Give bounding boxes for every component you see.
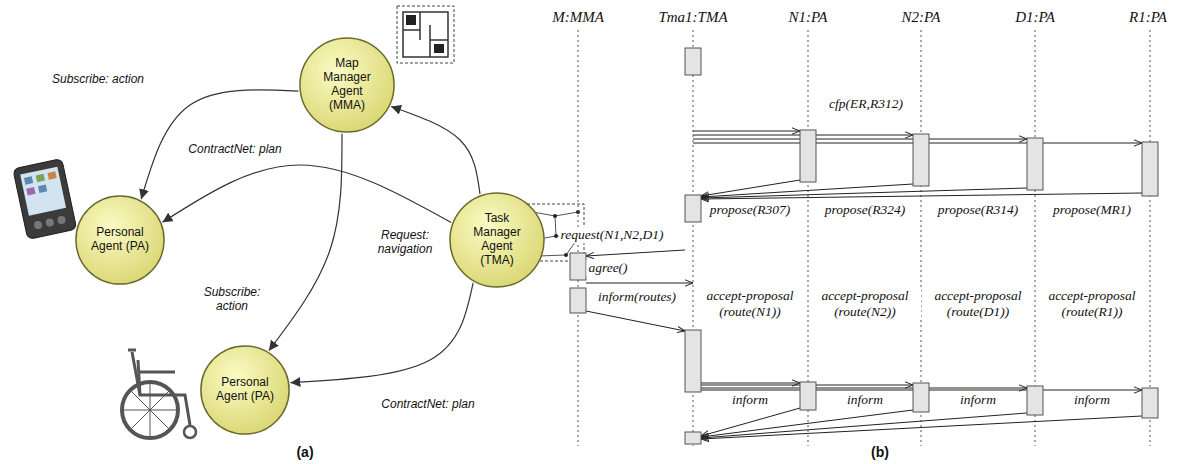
plan-room [406,15,416,25]
lifeline-name: Tma1:TMA [658,9,727,26]
activation-bar [913,383,929,412]
message-label: inform [1072,392,1112,408]
activation-bar [685,330,701,392]
agent-circle: Task Manager Agent (TMA) [449,192,545,288]
message-label: cfp(ER,R312) [827,96,905,112]
activation-bar [570,288,586,313]
panel-letter: (b) [871,444,889,460]
message-label: propose(MR1) [1051,202,1133,218]
lifeline [1035,30,1036,446]
floor-plan-icon [397,6,454,63]
message-label: agree() [586,260,629,276]
agent-circle-shape [450,193,544,287]
message-arrow [693,139,1027,140]
activation-bar [685,432,701,444]
activation-bar [1142,142,1158,196]
edge-label: Subscribe: action [50,73,146,87]
pda-button [57,215,66,224]
activation-bar [1142,388,1158,418]
activation-bar [685,195,701,222]
lifeline-name: M:MMA [552,9,604,26]
activation-bar [685,48,701,75]
lifeline-name: N1:PA [789,9,828,26]
panel-letter: (a) [296,444,313,460]
message-arrow [586,283,693,284]
plan-room [434,44,444,53]
message-link [290,283,473,383]
agent-name: Task Manager Agent (TMA) [466,212,528,267]
activation-bar [800,130,816,182]
pda-icon [24,176,33,185]
pda-button [45,218,54,227]
message-label: inform(routes) [596,289,678,305]
message-arrow [701,413,1027,438]
message-arrow [701,416,1142,439]
wheelchair-wheel [122,382,178,438]
agent-circle: Personal Agent (PA) [200,345,290,435]
agent-name: Personal Agent (PA) [91,226,150,254]
activation-bar [1027,138,1043,190]
message-label: propose(R307) [708,202,793,218]
message-label: inform [958,392,998,408]
pda-screen [20,167,66,216]
edge-label: ContractNet: plan [379,398,476,412]
lifeline [1150,30,1151,446]
message-link [141,90,298,199]
message-link [391,106,480,194]
agent-circle-shape [300,38,394,132]
wheelchair-seat [138,360,175,395]
activation-bar [800,382,816,410]
icon-frame [397,6,454,63]
message-label: inform [845,392,885,408]
message-label: accept-proposal (route(N2)) [809,288,921,319]
pda-button [33,220,42,229]
message-label: propose(R324) [823,202,908,218]
message-label: accept-proposal (route(R1)) [1036,288,1148,319]
message-link [162,165,451,223]
pda-icon [38,184,47,193]
agent-circle: Personal Agent (PA) [75,195,165,285]
activation-bar [1027,386,1043,415]
message-arrow [701,383,800,384]
message-arrow [701,410,913,437]
agent-circle-shape [76,196,164,284]
pda-icon [36,174,45,183]
message-arrow [701,388,1027,389]
message-label: accept-proposal (route(D1)) [922,288,1034,319]
lifeline-name: R1:PA [1129,9,1167,26]
message-arrow [586,311,685,331]
wheelchair-handle [128,349,136,352]
wheelchair-picture [122,350,196,438]
lifeline-name: N2:PA [902,9,941,26]
pda-picture [13,159,77,240]
message-arrow [701,193,1142,199]
message-arrow [586,250,685,256]
agent-circle: Map Manager Agent (MMA) [299,37,395,133]
activation-bar [913,134,929,186]
message-label: inform [730,392,770,408]
agent-name: Map Manager Agent (MMA) [316,57,378,112]
plan-walls [403,12,448,57]
message-label: propose(R314) [936,202,1021,218]
message-label: accept-proposal (route(N1)) [694,288,806,319]
lifeline-name: D1:PA [1015,9,1055,26]
message-label: request(N1,N2,D1) [559,227,666,243]
agent-name: Personal Agent (PA) [216,376,275,404]
message-link [269,134,342,351]
pda-icon [47,171,56,180]
wheelchair-frame [132,352,190,425]
pda-body [13,159,77,240]
edge-label: Subscribe: action [194,286,270,314]
pda-icon [26,187,35,196]
plan-walls [403,12,448,57]
edge-label: ContractNet: plan [186,143,283,157]
message-arrow [693,131,800,132]
agent-circle-shape [201,346,289,434]
edge-label: Request: navigation [368,229,442,257]
wheelchair-caster [184,426,196,438]
activation-bar [570,253,586,280]
wheel-spokes [122,382,178,438]
